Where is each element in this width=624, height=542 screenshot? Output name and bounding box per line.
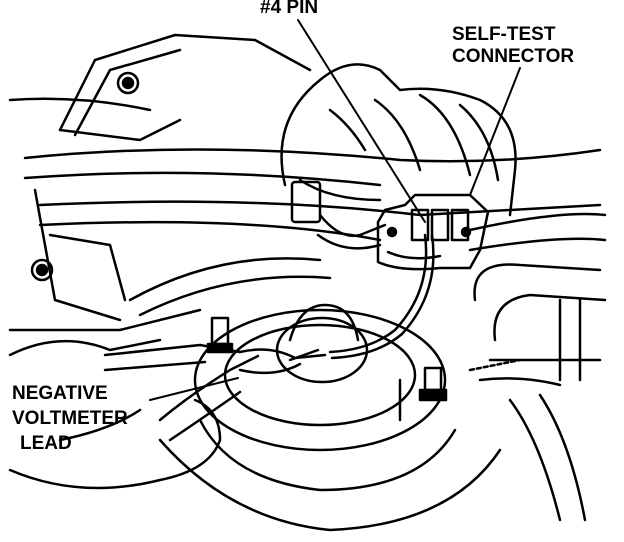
left-panel [8, 188, 202, 332]
pin-slot [410, 208, 430, 242]
negative-voltmeter-lead-label: NEGATIVE VOLTMETER LEAD [12, 381, 128, 456]
pin-callout-label: #4 PIN [260, 0, 318, 19]
negative-lead-line-3: LEAD [20, 433, 72, 454]
self-test-connector-body [376, 193, 490, 271]
self-test-line-1: SELF-TEST [452, 24, 556, 45]
pigtail-connector [290, 180, 387, 250]
bolt-head-left [30, 258, 54, 282]
pin-slot [430, 208, 450, 242]
callout-leaders [149, 19, 521, 401]
negative-lead-line-2: VOLTMETER [12, 408, 128, 429]
bolt-head [116, 71, 140, 95]
leader-self-test [469, 67, 521, 196]
pin-slot [450, 208, 470, 242]
right-hose [468, 263, 607, 522]
leader-pin [297, 19, 426, 223]
alligator-clip [103, 343, 327, 375]
leader-negative-lead [149, 377, 239, 401]
self-test-line-2: CONNECTOR [452, 46, 575, 67]
hoses [8, 97, 607, 317]
lower-hand [8, 338, 260, 490]
pin-label-text: #4 PIN [260, 0, 319, 18]
self-test-connector-label: SELF-TEST CONNECTOR [452, 24, 574, 68]
negative-lead-line-1: NEGATIVE [12, 383, 108, 404]
voltmeter-lead-wire [328, 233, 435, 360]
fender-bracket [58, 33, 312, 142]
strut-tower [158, 303, 502, 532]
upper-hand [280, 63, 517, 217]
